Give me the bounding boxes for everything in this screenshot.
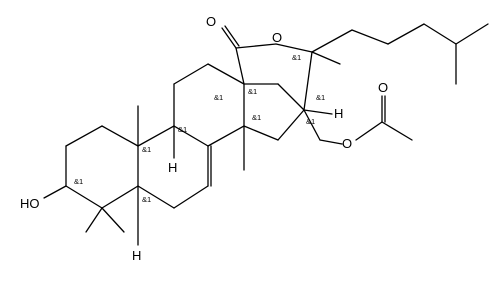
carbonyl-oxygen-label: O xyxy=(206,14,216,29)
stereo-c20-methyl: &1 xyxy=(292,53,301,62)
acetate-ester-oxygen-label: O xyxy=(342,136,352,151)
stereo-c10: &1 xyxy=(142,145,151,154)
c17-hydrogen-label: H xyxy=(334,106,343,121)
stereo-lactone-c: &1 xyxy=(248,87,257,96)
stereo-c3: &1 xyxy=(74,177,83,186)
stereo-c17: &1 xyxy=(316,93,325,102)
hydroxyl-label: HO xyxy=(20,196,40,211)
c5-hydrogen-label: H xyxy=(132,248,141,263)
bond-lines xyxy=(43,23,489,246)
c9-hydrogen-label: H xyxy=(168,160,177,175)
stereo-c14: &1 xyxy=(252,113,261,122)
ring-oxygen-label: O xyxy=(272,30,282,45)
stereo-c5: &1 xyxy=(142,195,151,204)
stereo-c13: &1 xyxy=(214,93,223,102)
acetate-carbonyl-oxygen-label: O xyxy=(378,80,388,95)
stereo-c16: &1 xyxy=(306,117,315,126)
stereo-c9: &1 xyxy=(178,125,187,134)
